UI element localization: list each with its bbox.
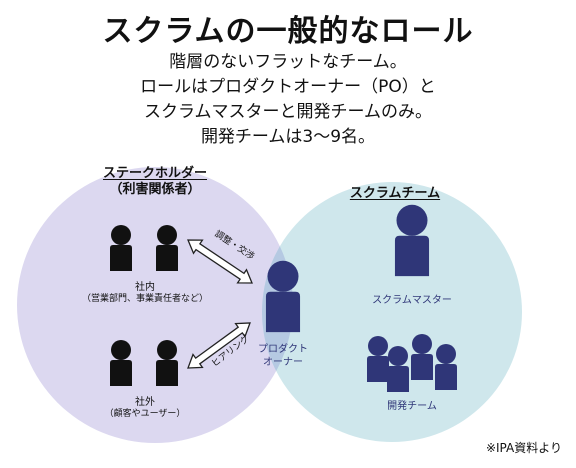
dev-member-icon (411, 334, 433, 380)
lower-double-arrow (187, 322, 251, 369)
stakeholder-subtitle: （利害関係者） (109, 182, 201, 197)
scrum-team-circle (262, 182, 522, 442)
dev-member-icon (367, 336, 389, 382)
scrum-master-icon (394, 204, 430, 277)
description-line: スクラムマスターと開発チームのみ。 (144, 102, 432, 122)
dev-team-label: 開発チーム (387, 401, 437, 412)
stakeholder-title: ステークホルダー (102, 166, 207, 181)
description-line: 開発チームは3〜9名。 (200, 127, 376, 147)
description-line: ロールはプロダクトオーナー（PO）と (140, 77, 436, 97)
external-label: 社外 (135, 397, 155, 408)
person-icon (110, 340, 132, 386)
dev-member-icon (435, 344, 457, 390)
person-icon (156, 340, 178, 386)
person-icon (156, 225, 178, 271)
description: 階層のないフラットなチーム。 ロールはプロダクトオーナー（PO）と スクラムマス… (0, 50, 576, 150)
source-note: ※IPA資料より (485, 441, 562, 455)
internal-note: （営業部門、事業責任者など） (81, 294, 208, 304)
product-owner-label-1: プロダクト (258, 344, 308, 355)
page-title: スクラムの一般的なロール (102, 14, 474, 49)
product-owner-label-2: オーナー (263, 357, 303, 368)
stakeholder-circle (17, 167, 293, 443)
internal-label: 社内 (135, 282, 155, 293)
scrum-team-title: スクラムチーム (349, 186, 441, 201)
person-icon (110, 225, 132, 271)
upper-double-arrow (187, 239, 253, 284)
external-note: （顧客やユーザー） (104, 409, 186, 419)
product-owner-icon (265, 260, 301, 333)
scrum-master-label: スクラムマスター (372, 295, 452, 306)
description-line: 階層のないフラットなチーム。 (169, 52, 407, 72)
dev-member-icon (387, 346, 409, 392)
